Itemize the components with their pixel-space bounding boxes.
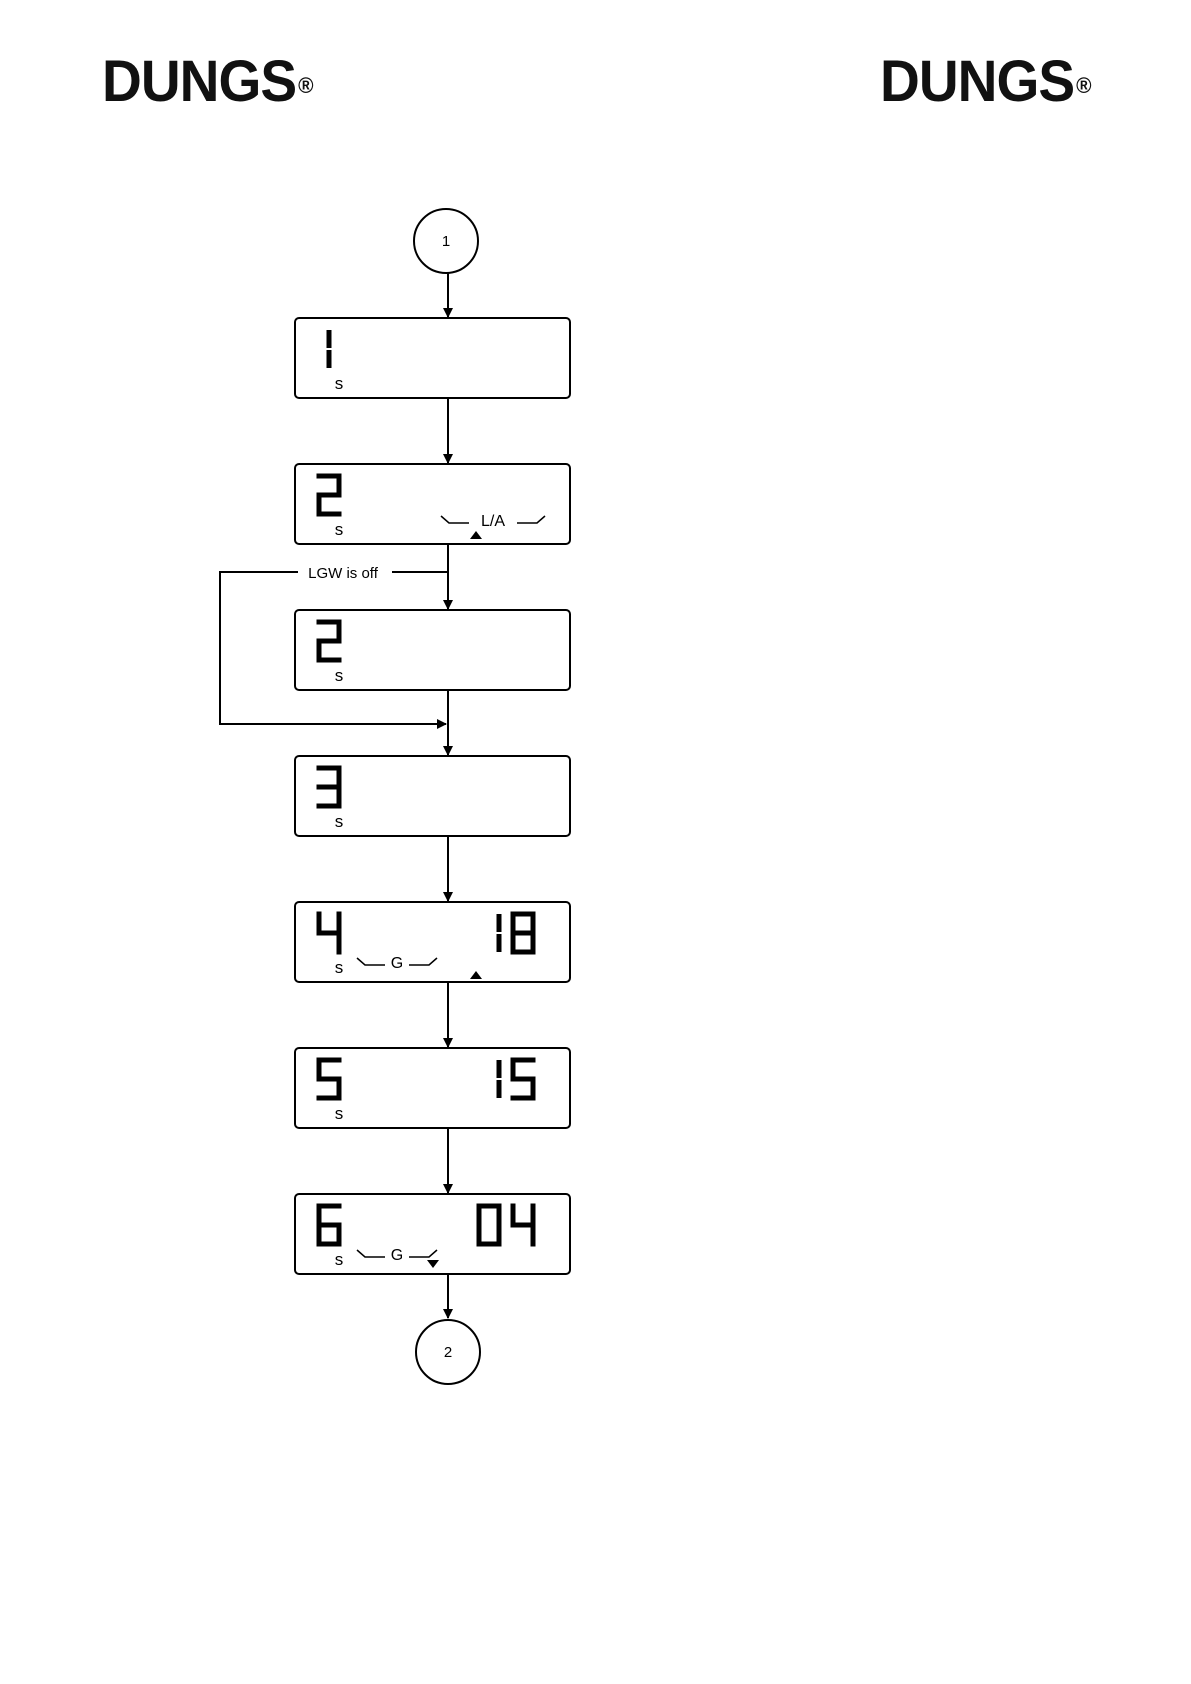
lcd-display-1: 1s [295, 318, 570, 398]
connector-label: 1 [442, 233, 450, 250]
indicator-label: G [391, 1247, 403, 1264]
lcd-display-6: 5s15 [295, 1048, 570, 1128]
lcd-display-3: 2s [295, 610, 570, 690]
lcd-unit: s [335, 1104, 344, 1123]
start-connector: 1 [414, 209, 478, 273]
end-connector: 2 [416, 1320, 480, 1384]
lcd-unit: s [335, 812, 344, 831]
lcd-unit: s [335, 1250, 344, 1269]
bypass-label: LGW is off [308, 565, 379, 582]
lcd-unit: s [335, 958, 344, 977]
lcd-unit: s [335, 666, 344, 685]
lcd-display-4: 3s [295, 756, 570, 836]
lcd-unit: s [335, 520, 344, 539]
connector-label: 2 [444, 1344, 452, 1361]
lcd-unit: s [335, 374, 344, 393]
indicator-label: L/A [481, 513, 505, 530]
indicator-label: G [391, 955, 403, 972]
